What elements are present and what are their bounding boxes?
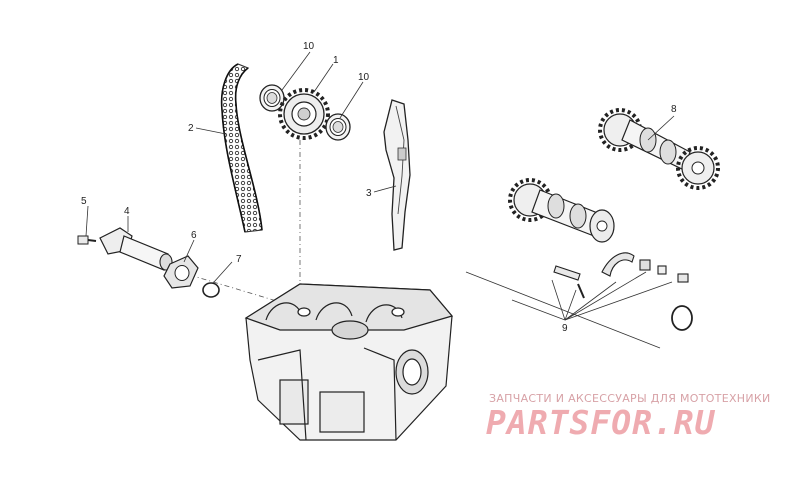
callout-10-right: 10 [358,72,370,83]
camshaft-upper [598,108,720,190]
chain-tensioner [99,227,173,271]
callout-3: 3 [366,188,372,199]
decompressor-kit [553,252,693,331]
timing-chain [220,63,263,233]
callout-1: 1 [333,55,339,66]
idler-sprocket [278,88,330,140]
watermark-caption: ЗАПЧАСТИ И АКСЕССУАРЫ ДЛЯ МОТОТЕХНИКИ [489,392,771,405]
callout-numbers: 10 1 10 2 3 5 4 6 7 8 9 [81,41,677,334]
left-bearing [259,84,285,112]
tensioner-o-ring [202,282,220,298]
callout-2: 2 [188,123,194,134]
camshaft-lower [508,178,615,243]
callout-7: 7 [236,254,242,265]
center-lines [189,140,301,306]
watermark-logo: PARTSFOR.RU [486,403,716,442]
chain-guide [383,99,411,251]
callout-9: 9 [562,323,568,334]
callout-8: 8 [671,104,677,115]
callout-10-left: 10 [303,41,315,52]
right-bearing [325,113,351,141]
cylinder-head [244,283,454,441]
leader-lines [85,51,675,349]
tensioner-bolt [77,235,97,245]
callout-6: 6 [191,230,197,241]
tensioner-gasket [163,255,199,289]
callout-4: 4 [124,206,130,217]
callout-5: 5 [81,196,87,207]
